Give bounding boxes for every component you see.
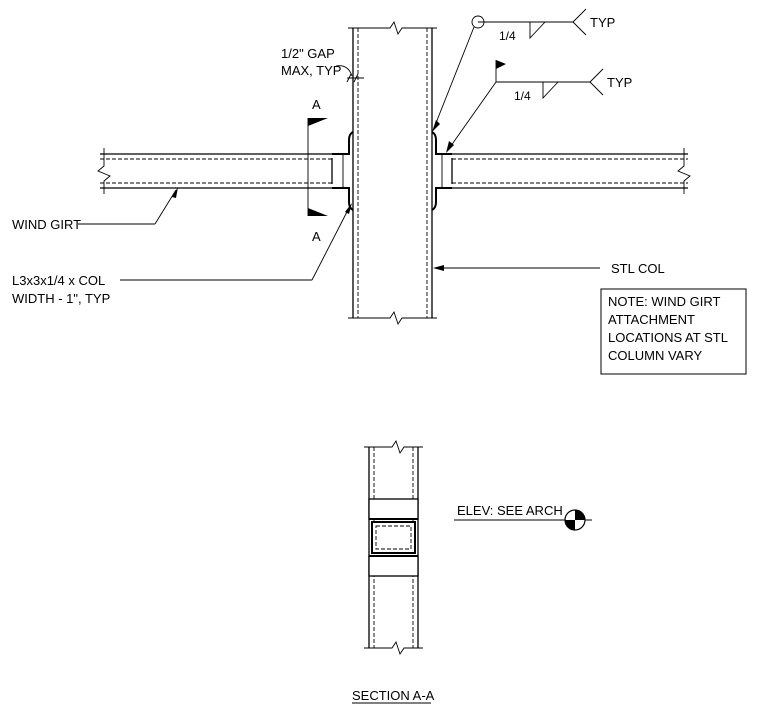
gap-dimension: 1/2" GAP MAX, TYP bbox=[281, 46, 364, 83]
note-line-4: COLUMN VARY bbox=[608, 348, 702, 363]
gap-label-line1: 1/2" GAP bbox=[281, 46, 335, 61]
elevation-marker: ELEV: SEE ARCH bbox=[454, 503, 592, 531]
wind-girt-left bbox=[97, 148, 332, 194]
stl-col-label: STL COL bbox=[611, 261, 665, 276]
section-cut-marker: A A bbox=[307, 97, 328, 244]
angle-leader: L3x3x1/4 x COL WIDTH - 1", TYP bbox=[12, 203, 352, 306]
clip-angles-left bbox=[331, 131, 354, 211]
section-title-text: SECTION A-A bbox=[352, 688, 435, 703]
section-mark-bottom: A bbox=[312, 229, 321, 244]
weld-tail-2: TYP bbox=[607, 75, 632, 90]
wind-girt-leader: WIND GIRT bbox=[12, 187, 178, 232]
section-mark-top: A bbox=[312, 97, 321, 112]
note-line-3: LOCATIONS AT STL bbox=[608, 330, 728, 345]
note-box: NOTE: WIND GIRT ATTACHMENT LOCATIONS AT … bbox=[600, 288, 747, 375]
weld-size-1: 1/4 bbox=[499, 29, 516, 43]
section-title: SECTION A-A bbox=[352, 688, 435, 704]
wind-girt-label: WIND GIRT bbox=[12, 217, 81, 232]
section-a-a bbox=[364, 439, 423, 656]
stl-col-leader: STL COL bbox=[433, 261, 665, 276]
note-line-1: NOTE: WIND GIRT bbox=[608, 294, 720, 309]
weld-size-2: 1/4 bbox=[514, 89, 531, 103]
weld-symbol-1: 1/4 TYP bbox=[432, 8, 615, 132]
angle-label-line1: L3x3x1/4 x COL bbox=[12, 273, 105, 288]
elev-label: ELEV: SEE ARCH bbox=[457, 503, 563, 518]
gap-label-line2: MAX, TYP bbox=[281, 63, 341, 78]
clip-angles-right bbox=[431, 131, 453, 211]
weld-symbol-2: 1/4 TYP bbox=[446, 60, 632, 153]
angle-label-line2: WIDTH - 1", TYP bbox=[12, 291, 110, 306]
weld-tail-1: TYP bbox=[590, 15, 615, 30]
wind-girt-right bbox=[452, 148, 691, 194]
note-line-2: ATTACHMENT bbox=[608, 312, 695, 327]
steel-column-plan bbox=[348, 20, 437, 326]
